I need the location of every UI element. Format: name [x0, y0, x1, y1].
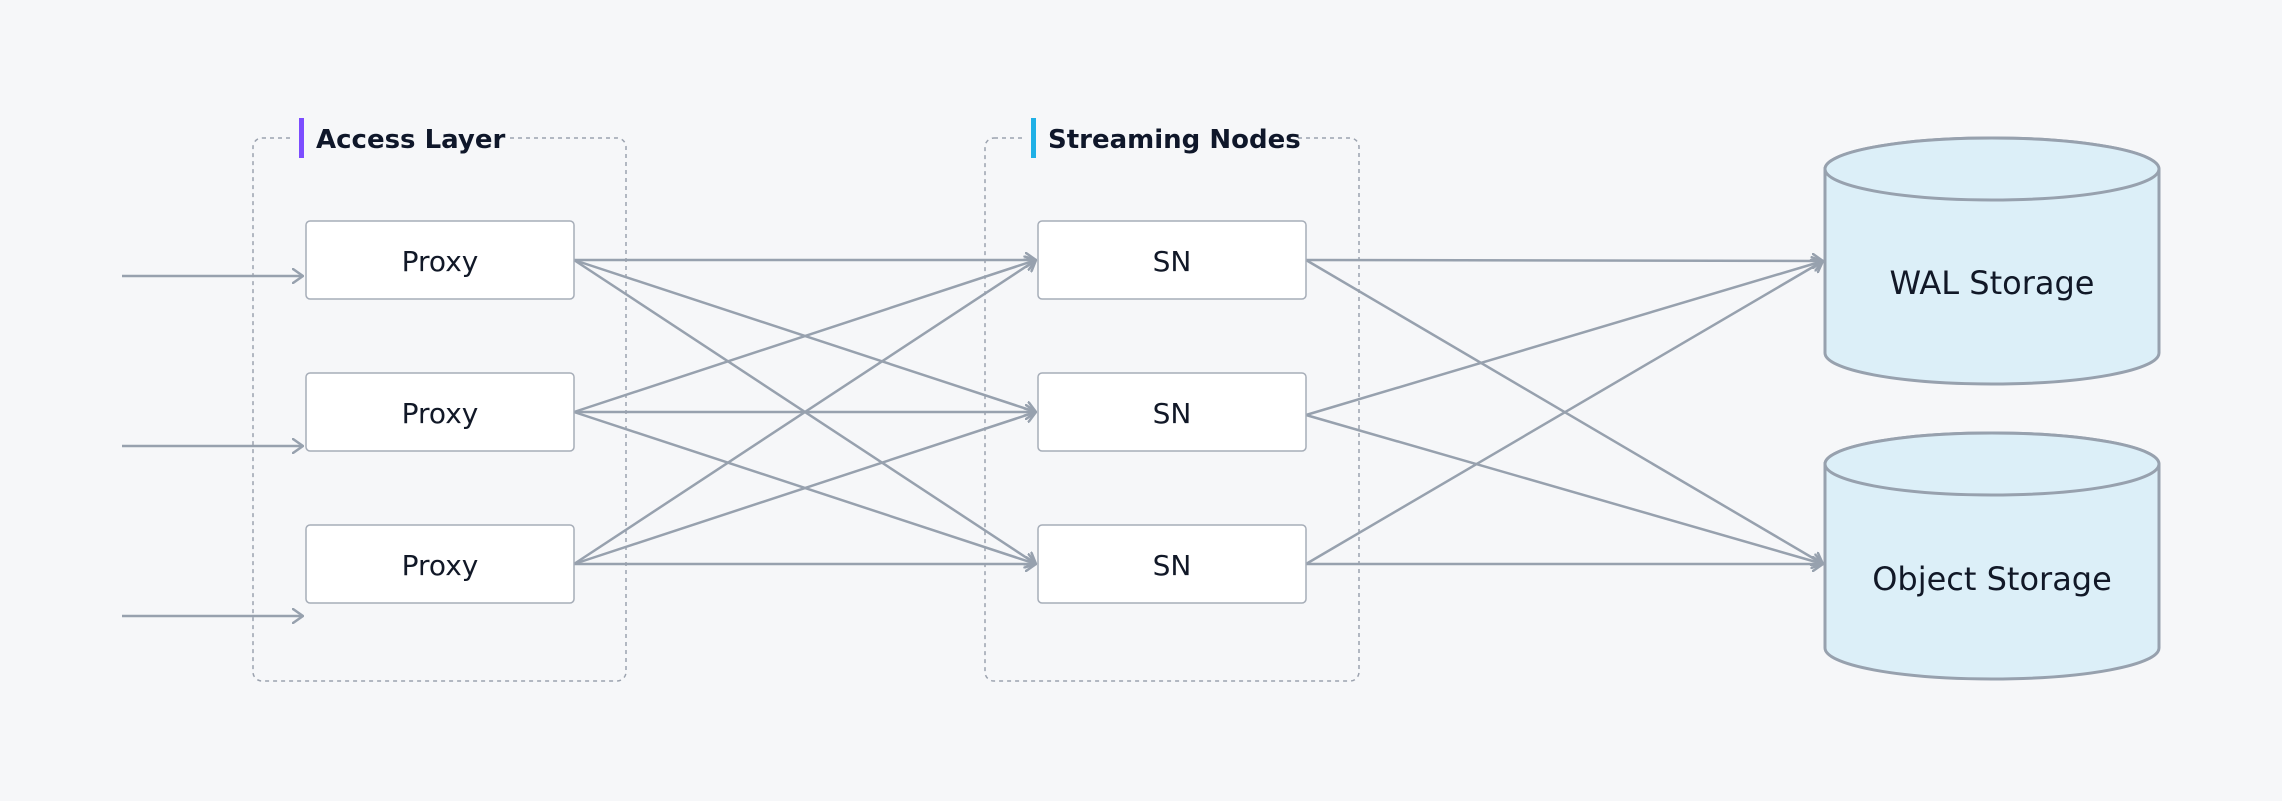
sn-node: SN: [1037, 524, 1307, 604]
object-storage-cylinder: Object Storage: [1823, 431, 2161, 681]
proxy-sn-edge: [573, 260, 1036, 414]
sn-wal-edge: [1305, 261, 1823, 566]
sn-box: [1037, 372, 1307, 452]
sn-node: SN: [1037, 372, 1307, 452]
sn-label: SN: [1153, 549, 1192, 582]
connection-edges: [122, 260, 1823, 616]
streaming-nodes-title: Streaming Nodes: [1048, 125, 1301, 155]
access-layer-title: Access Layer: [316, 125, 505, 155]
wal-storage-cylinder: WAL Storage: [1823, 136, 2161, 386]
sn-wal-edge: [1305, 261, 1823, 417]
sn-box: [1037, 524, 1307, 604]
streaming-nodes-accent-bar: [1031, 118, 1036, 158]
sn-wal-edge: [1305, 260, 1823, 261]
proxy-box: [305, 220, 575, 300]
sn-box: [1037, 220, 1307, 300]
proxy-box: [305, 372, 575, 452]
proxy-node: Proxy: [305, 372, 575, 452]
sn-label: SN: [1153, 245, 1192, 278]
proxy-node: Proxy: [305, 524, 575, 604]
proxy-label: Proxy: [402, 245, 479, 278]
wal-storage-label: WAL Storage: [1890, 264, 2095, 302]
access-layer-accent-bar: [299, 118, 304, 158]
proxy-box: [305, 524, 575, 604]
sn-node: SN: [1037, 220, 1307, 300]
proxy-label: Proxy: [402, 549, 479, 582]
proxy-sn-edge: [573, 260, 1036, 566]
proxy-node: Proxy: [305, 220, 575, 300]
proxy-sn-edge: [573, 412, 1036, 566]
sn-object-edge: [1305, 413, 1823, 564]
sn-label: SN: [1153, 397, 1192, 430]
object-storage-top: [1823, 431, 2161, 497]
wal-storage-top: [1823, 136, 2161, 202]
object-storage-label: Object Storage: [1872, 560, 2112, 598]
proxy-label: Proxy: [402, 397, 479, 430]
